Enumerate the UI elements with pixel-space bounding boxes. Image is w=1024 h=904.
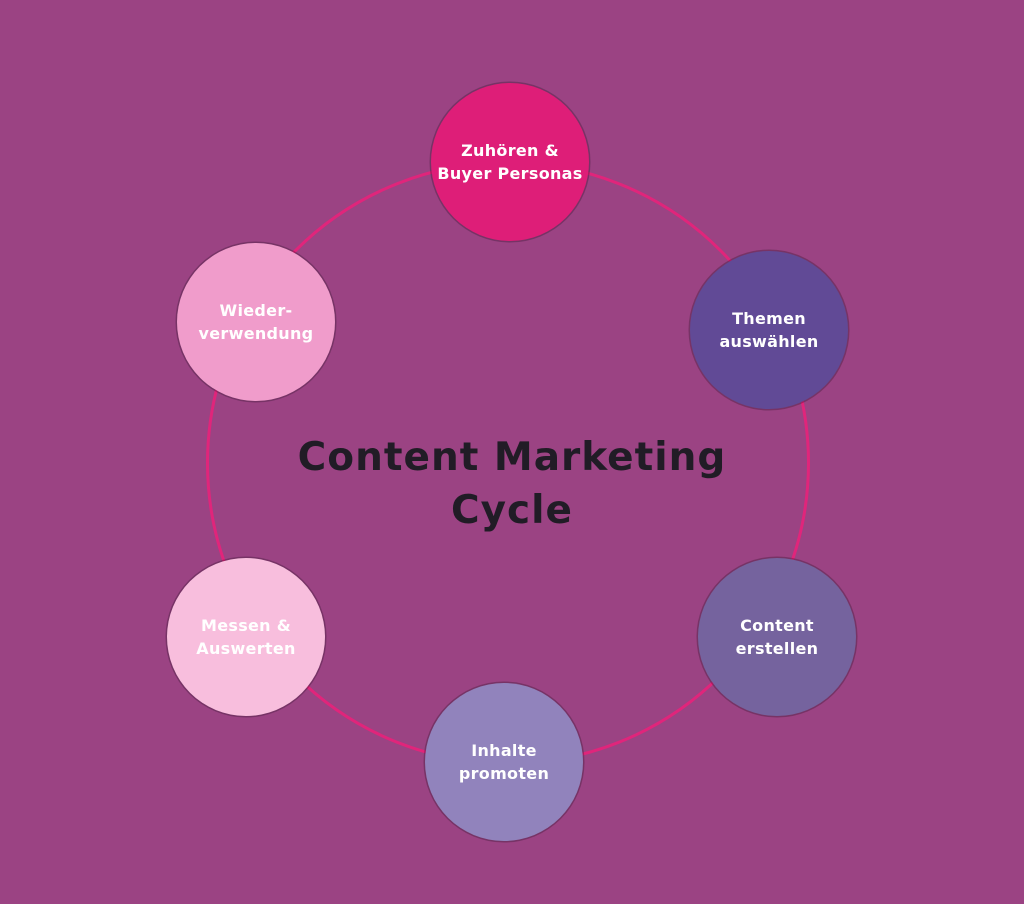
node-label-line: Themen	[732, 308, 806, 328]
node-label-line: Buyer Personas	[437, 164, 583, 183]
node-label-line: Wieder-	[219, 300, 293, 320]
diagram-title-line: Cycle	[451, 487, 573, 533]
node-label-line: verwendung	[198, 324, 314, 343]
node-wieder-verwendung: Wieder- verwendung	[177, 243, 335, 401]
node-content-erstellen: Content erstellen	[698, 558, 856, 716]
node-label-line: Messen &	[201, 615, 291, 635]
node-label-line: promoten	[458, 764, 550, 783]
diagram-title-line: Content Marketing	[297, 435, 727, 480]
node-label-line: Content	[740, 615, 814, 635]
node-messen-auswerten: Messen & Auswerten	[167, 558, 325, 716]
node-label-line: Auswerten	[196, 639, 296, 658]
node-themen-auswaehlen: Themen auswählen	[690, 251, 848, 409]
node-inhalte-promoten: Inhalte promoten	[425, 683, 583, 841]
diagram-title: Content Marketing Cycle	[0, 432, 1024, 537]
node-label-line: erstellen	[735, 639, 819, 658]
node-label-line: auswählen	[719, 332, 819, 351]
node-label-line: Inhalte	[471, 740, 537, 760]
node-zuhoeren-buyer-personas: Zuhören & Buyer Personas	[431, 83, 589, 241]
node-label-line: Zuhören &	[461, 140, 559, 160]
